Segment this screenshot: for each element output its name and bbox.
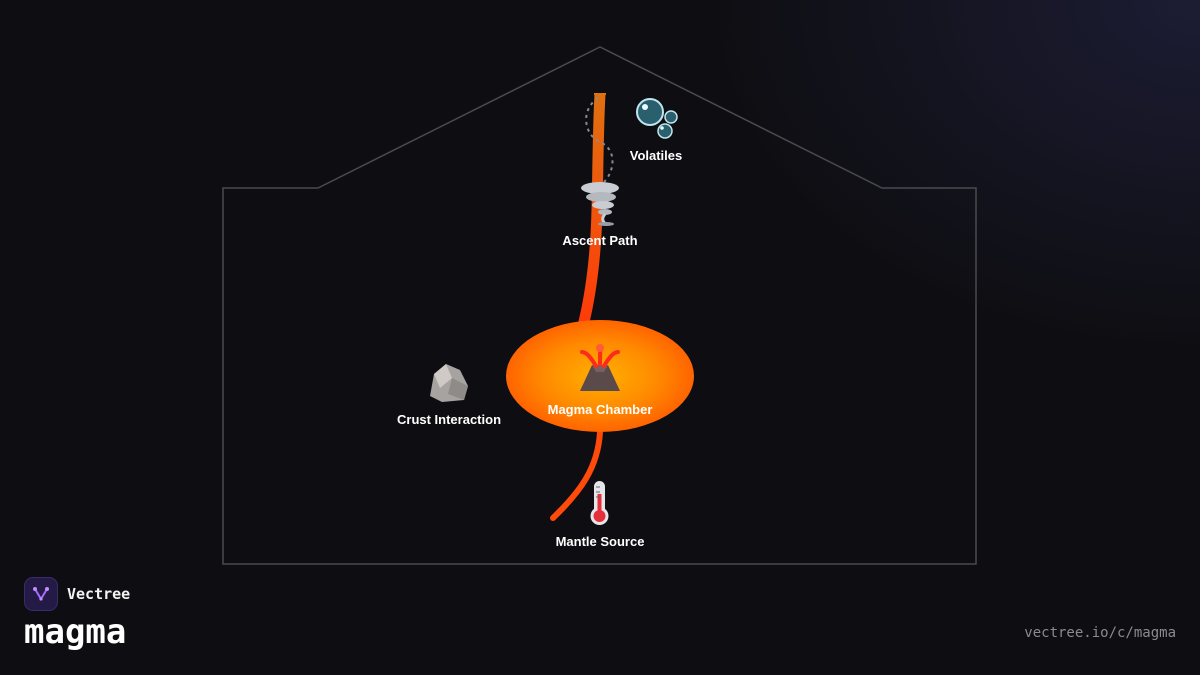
- volatiles-label: Volatiles: [629, 148, 683, 163]
- magma-chamber-label: Magma Chamber: [547, 402, 653, 417]
- mantle-feeder: [550, 429, 603, 521]
- ascent-path-label: Ascent Path: [562, 233, 638, 248]
- tornado-icon: [581, 182, 619, 226]
- crust-outline: [222, 46, 977, 565]
- bubbles-icon: [636, 98, 678, 139]
- vectree-logo-icon: [24, 577, 58, 611]
- volatiles-dotted-path: [585, 97, 614, 183]
- brand: Vectree: [24, 577, 130, 611]
- app-title: magma: [24, 612, 127, 652]
- crust-interaction-label: Crust Interaction: [396, 412, 502, 427]
- volcano-icon: [580, 344, 620, 391]
- ascent-conduit: [577, 93, 606, 328]
- page-url[interactable]: vectree.io/c/magma: [1024, 625, 1176, 641]
- mantle-source-label: Mantle Source: [555, 534, 645, 549]
- thermometer-icon: [590, 481, 609, 525]
- brand-name: Vectree: [67, 585, 131, 603]
- rock-icon: [430, 364, 468, 402]
